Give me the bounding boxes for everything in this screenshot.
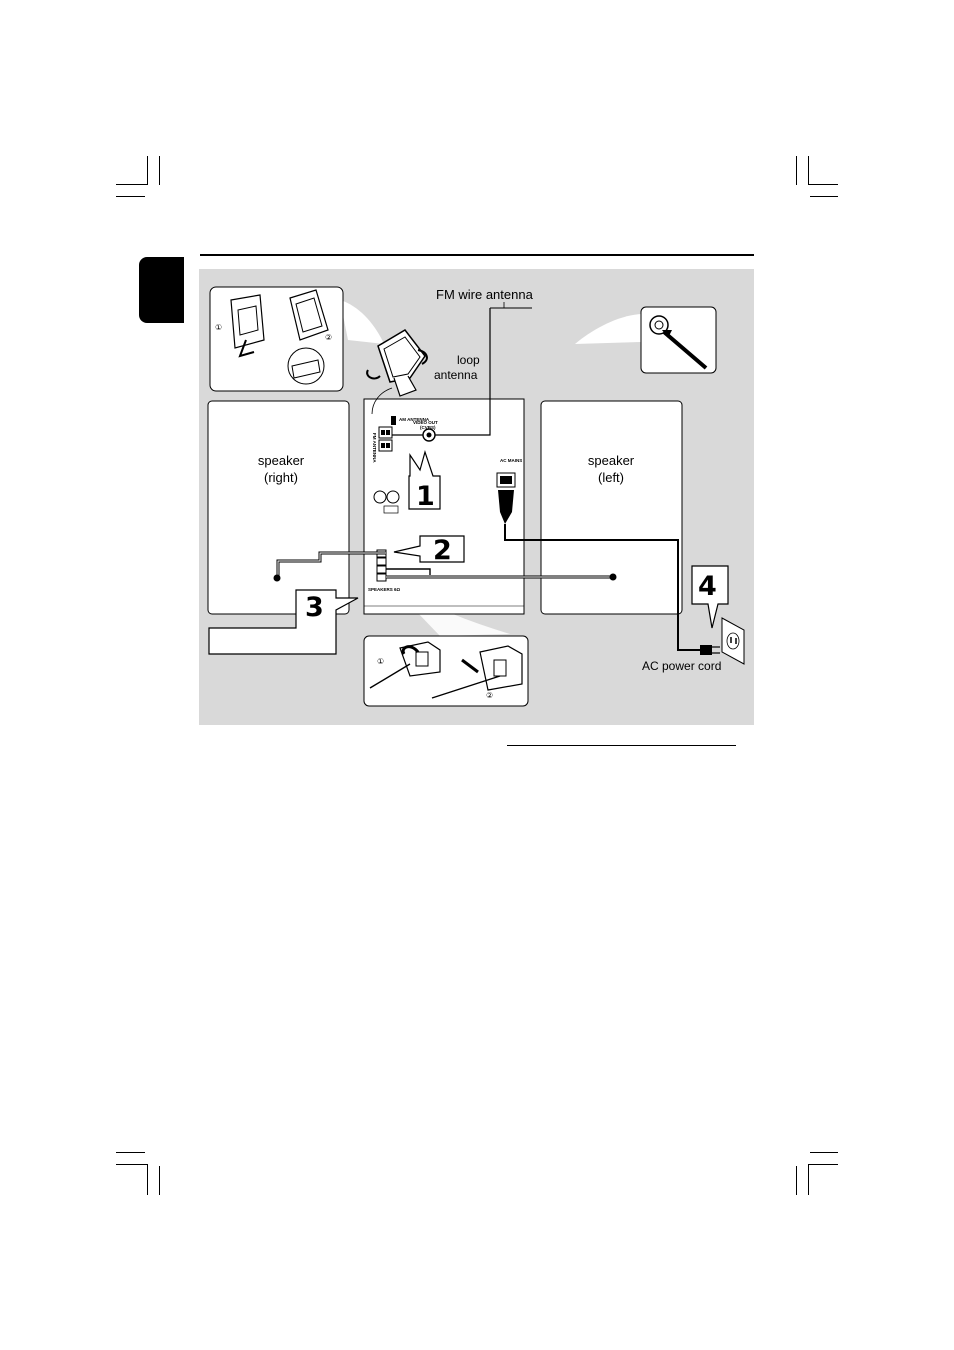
speakers-label: SPEAKERS 6Ω <box>368 587 401 592</box>
callout-wedge-video <box>575 314 641 344</box>
callout-wedge-antenna <box>340 300 384 344</box>
substep-2-wire: ② <box>486 691 493 700</box>
ac-mains-label: AC MAINS <box>500 458 522 463</box>
ac-power-cord-label: AC power cord <box>642 659 721 673</box>
loop-antenna-label-2: antenna <box>434 368 478 382</box>
speaker-right-label-1: speaker <box>258 453 305 468</box>
speaker-left-label-2: (left) <box>598 470 624 485</box>
speaker-right-label-2: (right) <box>264 470 298 485</box>
substep-1: ① <box>215 323 222 332</box>
loop-antenna-label-1: loop <box>457 353 480 367</box>
svg-text:4: 4 <box>698 571 717 602</box>
speaker-terminals <box>377 550 386 581</box>
svg-text:3: 3 <box>305 592 324 623</box>
substep-2: ② <box>325 333 332 342</box>
substep-1-wire: ① <box>377 657 384 666</box>
inset-antenna-assembly <box>210 287 343 391</box>
speaker-right <box>208 401 349 614</box>
fm-antenna-label: FM ANTENNA <box>372 433 377 463</box>
inset-video-out <box>641 307 716 373</box>
fm-wire-antenna-label: FM wire antenna <box>436 287 534 302</box>
speaker-left <box>541 401 682 614</box>
speaker-left-label-1: speaker <box>588 453 635 468</box>
svg-text:2: 2 <box>433 535 452 566</box>
svg-text:1: 1 <box>416 481 435 512</box>
